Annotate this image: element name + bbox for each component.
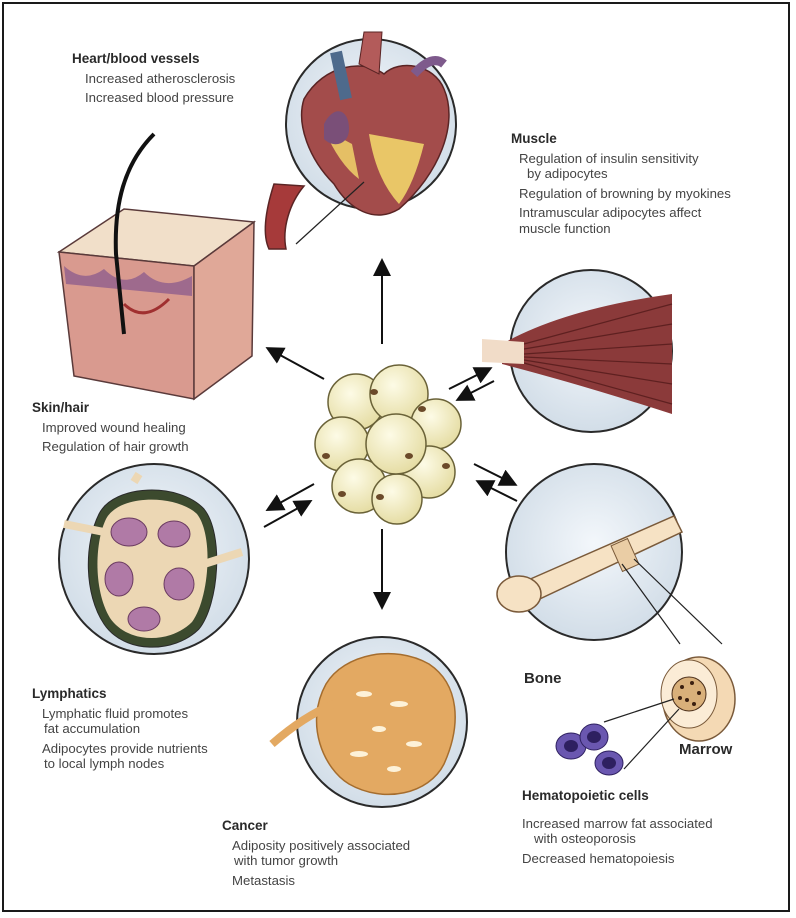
heart-illustration [265, 32, 456, 249]
lymph-line: to local lymph nodes [32, 756, 208, 772]
lymph-line: Lymphatic fluid promotes [32, 706, 208, 722]
skin-line: Regulation of hair growth [32, 439, 189, 455]
hematopoietic-caption: Hematopoietic cells Increased marrow fat… [522, 788, 713, 870]
heart-line: Increased blood pressure [72, 90, 235, 106]
skin-title: Skin/hair [32, 400, 189, 416]
muscle-caption: Muscle Regulation of insulin sensitivity… [511, 131, 731, 240]
cancer-illustration [272, 637, 467, 807]
muscle-line: Intramuscular adipocytes affect [511, 205, 731, 221]
hemato-line: Increased marrow fat associated [522, 816, 713, 832]
cancer-caption: Cancer Adiposity positively associated w… [222, 818, 410, 892]
muscle-illustration [482, 270, 672, 432]
muscle-line: Regulation of insulin sensitivity [511, 151, 731, 167]
heart-blood-vessels-caption: Heart/blood vessels Increased atheroscle… [72, 51, 235, 110]
lymph-line: fat accumulation [32, 721, 208, 737]
adipocyte-cluster [315, 365, 461, 524]
skin-hair-caption: Skin/hair Improved wound healing Regulat… [32, 400, 189, 459]
lymph-node-illustration [59, 464, 249, 654]
lymph-line: Adipocytes provide nutrients [32, 741, 208, 757]
muscle-line: muscle function [511, 221, 731, 237]
cancer-line: Metastasis [222, 873, 410, 889]
hemato-title: Hematopoietic cells [522, 788, 713, 804]
hematopoietic-cells [556, 724, 623, 775]
lymph-title: Lymphatics [32, 686, 208, 702]
muscle-title: Muscle [511, 131, 731, 147]
hemato-line: Decreased hematopoiesis [522, 851, 713, 867]
cancer-line: with tumor growth [222, 853, 410, 869]
heart-title: Heart/blood vessels [72, 51, 235, 67]
heart-line: Increased atherosclerosis [72, 71, 235, 87]
lymphatics-caption: Lymphatics Lymphatic fluid promotes fat … [32, 686, 208, 776]
hemato-line: with osteoporosis [522, 831, 713, 847]
cancer-title: Cancer [222, 818, 410, 834]
muscle-line: Regulation of browning by myokines [511, 186, 731, 202]
skin-line: Improved wound healing [32, 420, 189, 436]
cancer-line: Adiposity positively associated [222, 838, 410, 854]
marrow-label: Marrow [679, 741, 732, 758]
bone-illustration [497, 464, 735, 769]
bone-label: Bone [524, 670, 562, 687]
skin-illustration [59, 134, 254, 399]
muscle-line: by adipocytes [511, 166, 731, 182]
